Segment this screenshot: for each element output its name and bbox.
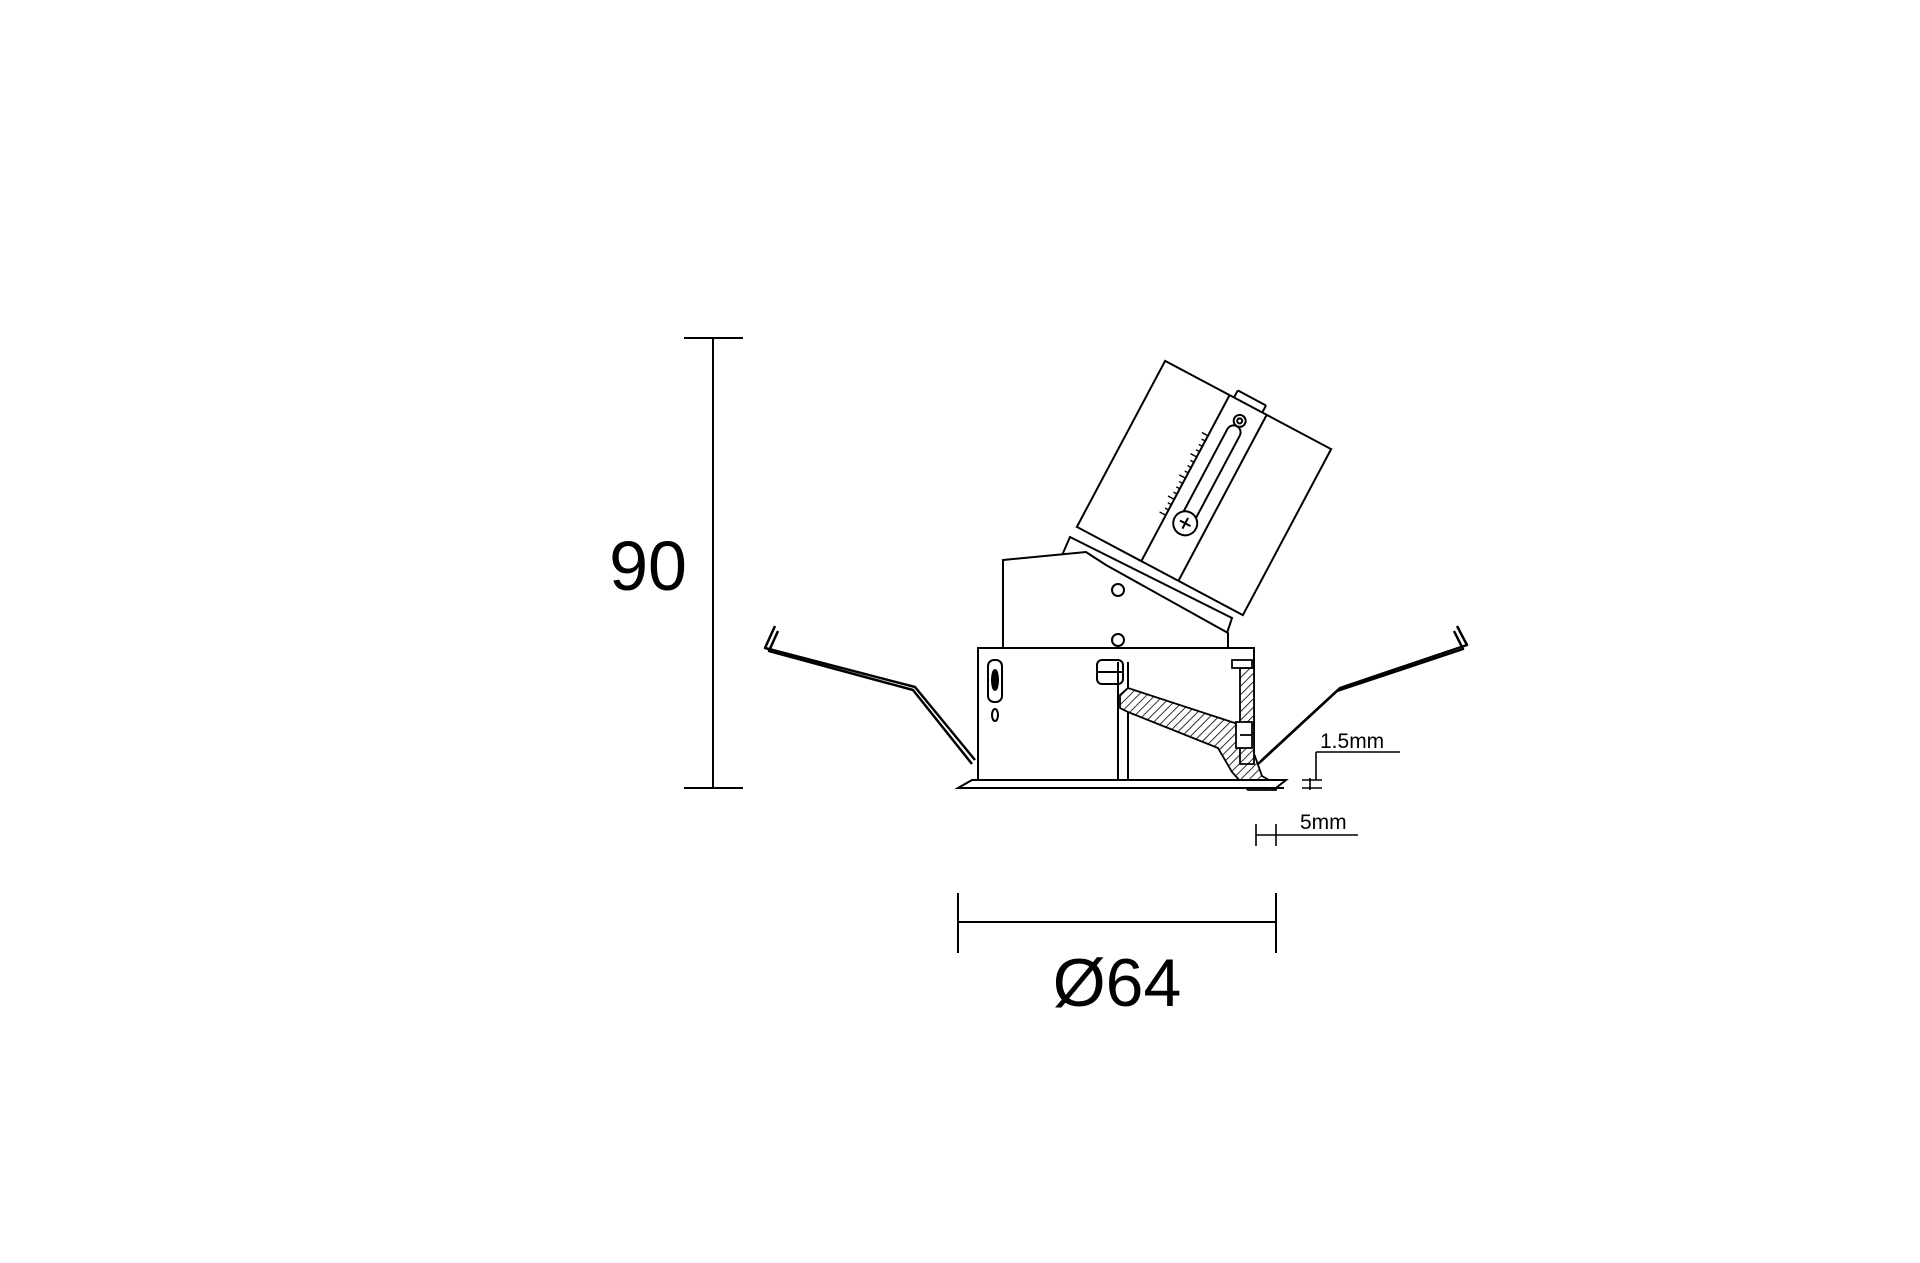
housing (977, 647, 1255, 789)
diameter-label: Ø64 (1053, 945, 1182, 1021)
flange-thickness-dimension (1302, 751, 1400, 790)
spring-clip-left (763, 625, 976, 765)
flange-thickness-label: 1.5mm (1320, 730, 1384, 753)
flange-width-dimension (1255, 824, 1358, 846)
reflector-section (1119, 659, 1277, 791)
bracket-hole-2 (1111, 633, 1125, 647)
flange (954, 779, 1289, 789)
bracket-hole-1 (1111, 583, 1125, 597)
flange-width-label: 5mm (1300, 811, 1347, 834)
spring-clip-right (1257, 625, 1469, 765)
diameter-dimension (957, 893, 1277, 953)
height-label: 90 (609, 527, 687, 605)
height-dimension (684, 337, 743, 789)
angle-scale (1159, 431, 1209, 516)
